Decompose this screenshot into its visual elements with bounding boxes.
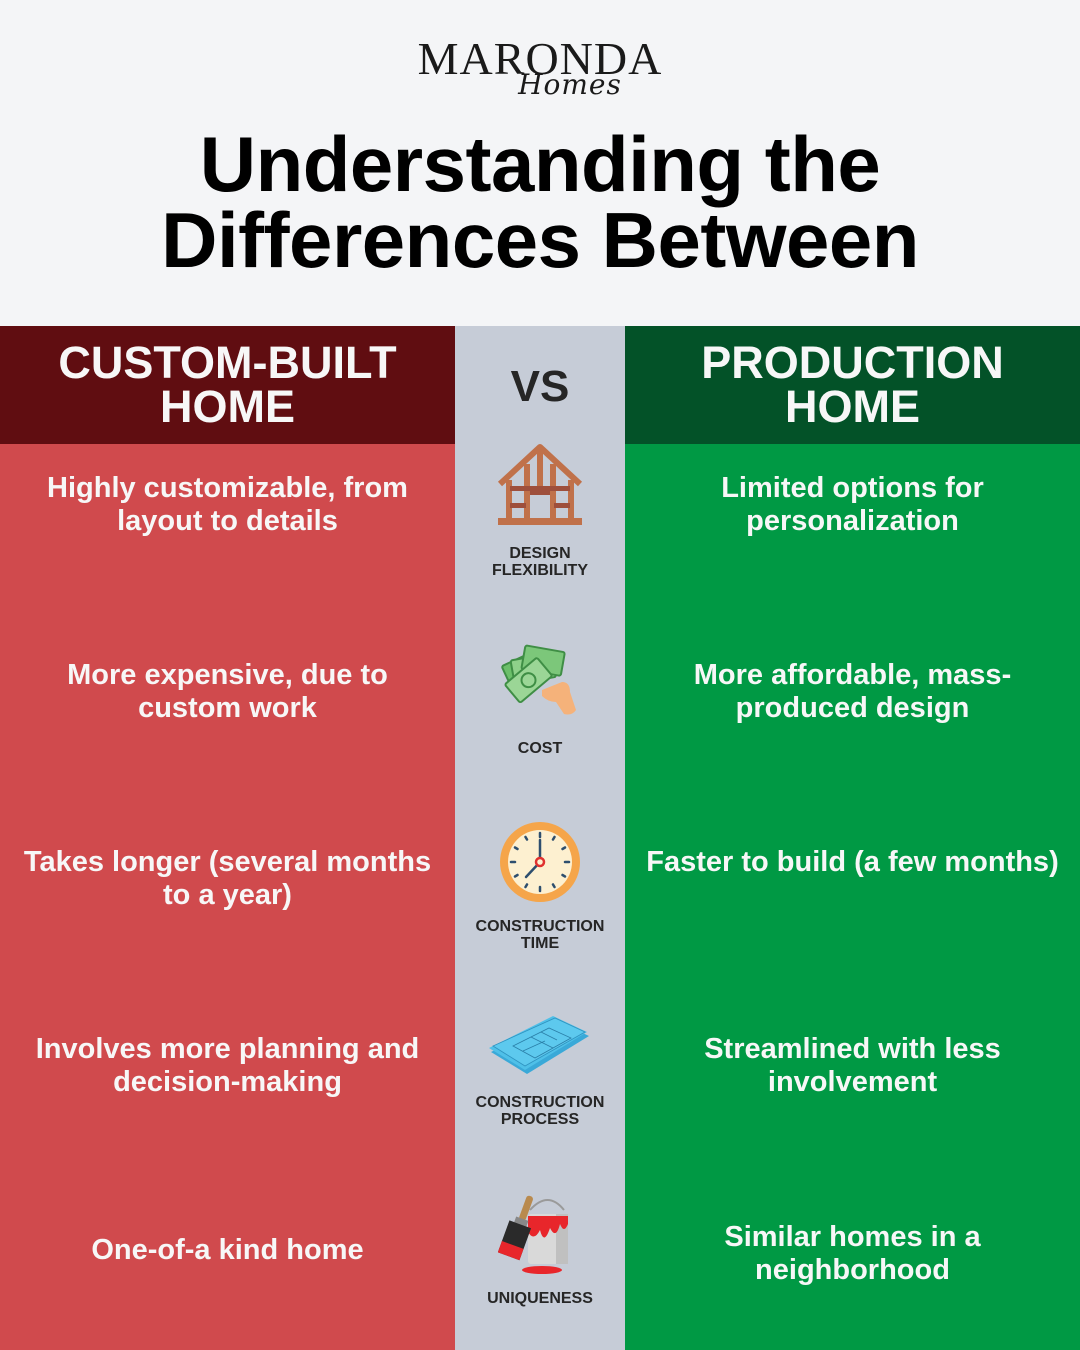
- production-header-line2: HOME: [785, 381, 920, 432]
- production-construction-time: Faster to build (a few months): [646, 846, 1059, 878]
- custom-construction-process: Involves more planning and decision-maki…: [35, 1033, 420, 1098]
- title-line-2: Differences Between: [161, 196, 919, 284]
- house-frame-icon: [455, 444, 625, 528]
- category-line2: TIME: [520, 935, 560, 952]
- custom-built-column: CUSTOM-BUILT HOME Highly customizable, f…: [0, 326, 455, 1350]
- custom-design-flexibility: Highly customizable, from layout to deta…: [47, 472, 408, 537]
- paint-bucket-brush-icon: [455, 1192, 625, 1278]
- category-design-flexibility: DESIGN FLEXIBILITY: [455, 545, 625, 579]
- title-line-1: Understanding the: [199, 120, 881, 208]
- custom-construction-time: Takes longer (several months to a year): [23, 846, 432, 911]
- custom-cost: More expensive, due to custom work: [67, 659, 388, 724]
- category-line1: UNIQUENESS: [487, 1290, 593, 1307]
- category-line1: DESIGN: [509, 545, 571, 562]
- page-title: Understanding the Differences Between: [0, 120, 1080, 284]
- money-in-hand-icon: [455, 638, 625, 724]
- category-line1: CONSTRUCTION: [475, 918, 605, 935]
- blueprints-icon: [455, 1014, 625, 1078]
- brand-logo: MARONDA Homes: [0, 33, 1080, 101]
- production-column: PRODUCTION HOME Limited options for pers…: [625, 326, 1080, 1350]
- comparison-categories-column: VS DESIGN FLEXIBILITY: [455, 326, 625, 1350]
- category-construction-time: CONSTRUCTION TIME: [455, 918, 625, 952]
- brand-name: MARONDA: [417, 33, 663, 84]
- custom-built-header-line2: HOME: [160, 381, 295, 432]
- category-line1: CONSTRUCTION: [475, 1094, 605, 1111]
- custom-built-header: CUSTOM-BUILT HOME: [0, 326, 455, 444]
- production-cost: More affordable, mass-produced design: [693, 659, 1012, 724]
- production-design-flexibility: Limited options for personalization: [721, 472, 984, 537]
- vs-label: VS: [510, 362, 570, 411]
- header-section: MARONDA Homes Understanding the Differen…: [0, 0, 1080, 326]
- production-uniqueness: Similar homes in a neighborhood: [724, 1221, 981, 1286]
- category-line2: FLEXIBILITY: [492, 562, 588, 579]
- custom-built-header-line1: CUSTOM-BUILT: [58, 337, 397, 388]
- category-cost: COST: [455, 740, 625, 757]
- clock-icon: [455, 820, 625, 904]
- brand-script: Homes: [518, 68, 622, 101]
- category-construction-process: CONSTRUCTION PROCESS: [455, 1094, 625, 1128]
- category-line1: COST: [517, 740, 563, 757]
- custom-uniqueness: One-of-a kind home: [91, 1234, 364, 1266]
- category-uniqueness: UNIQUENESS: [455, 1290, 625, 1307]
- production-header-line1: PRODUCTION: [701, 337, 1004, 388]
- category-line2: PROCESS: [500, 1111, 580, 1128]
- production-construction-process: Streamlined with less involvement: [704, 1033, 1001, 1098]
- production-header: PRODUCTION HOME: [625, 326, 1080, 444]
